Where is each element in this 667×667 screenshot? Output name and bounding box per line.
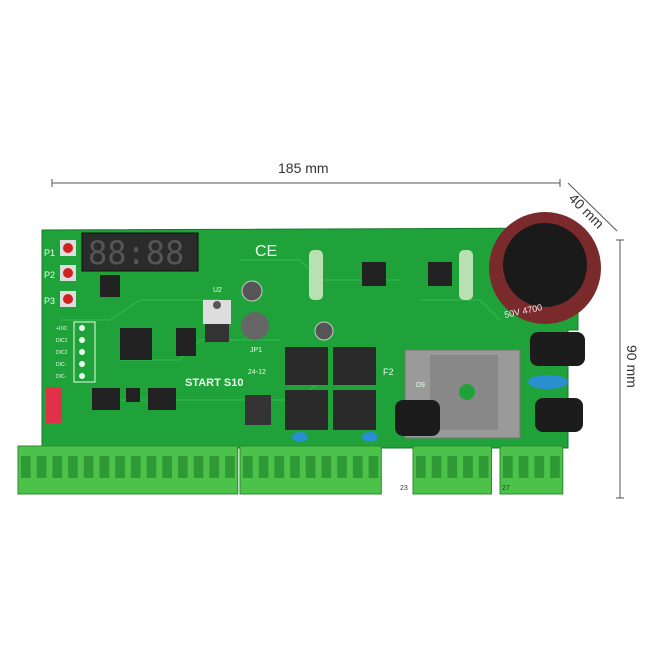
fuse-label: F2 <box>383 367 394 377</box>
terminal-screw <box>225 456 235 478</box>
pin-header <box>73 321 96 383</box>
terminal-screw <box>534 456 545 478</box>
fuse-holder <box>530 332 585 366</box>
terminal-screw <box>478 456 489 478</box>
terminal-screw <box>21 456 31 478</box>
pin-label: DIC- <box>56 362 67 368</box>
red-connector <box>46 387 62 423</box>
terminal-screw <box>193 456 204 478</box>
length-dimension: 185 mm <box>278 160 329 176</box>
model-label: START S10 <box>185 377 243 389</box>
terminal-screw <box>130 456 141 478</box>
pin-label: DIC2 <box>56 350 68 356</box>
button-label-p3: P3 <box>44 296 55 306</box>
connector-pin-labels: +DIC DIC1 DIC2 DIC- DIC- <box>56 326 68 380</box>
terminal-screw <box>337 456 347 478</box>
terminal-screw <box>99 456 110 478</box>
terminal-screw <box>368 456 379 478</box>
terminal-number: 23 <box>400 485 408 492</box>
terminal-screw <box>503 456 513 478</box>
button-label-p2: P2 <box>44 270 55 280</box>
fuse-holder <box>395 400 440 436</box>
power-resistor <box>309 250 323 300</box>
terminal-screw <box>36 456 47 478</box>
push-buttons <box>60 240 76 307</box>
terminal-screw <box>550 456 560 478</box>
terminal-screw <box>83 456 94 478</box>
display-digits: 88:88 <box>88 234 184 272</box>
diode-label: D9 <box>416 382 425 389</box>
terminal-screw <box>243 456 253 478</box>
terminal-screw <box>321 456 332 478</box>
terminal-screw <box>416 456 426 478</box>
terminal-screw <box>463 456 473 478</box>
button-p2 <box>63 268 73 278</box>
terminal-blocks <box>17 445 564 495</box>
terminal-screw <box>274 456 285 478</box>
terminal-screw <box>352 456 363 478</box>
led-display <box>81 232 199 272</box>
jumper-options: 24-12 <box>248 369 266 376</box>
terminal-screw <box>178 456 188 478</box>
terminal-screw <box>290 456 300 478</box>
microcontroller <box>120 328 152 360</box>
terminal-screw <box>258 456 269 478</box>
pin-label: +DIC <box>56 326 68 332</box>
terminal-screw <box>115 456 125 478</box>
terminal-screw <box>68 456 78 478</box>
terminal-number: 27 <box>502 485 510 492</box>
pin-label: DIC- <box>56 374 67 380</box>
relays <box>285 347 376 430</box>
terminal-screw <box>447 456 458 478</box>
pin-label: DIC1 <box>56 338 68 344</box>
terminal-screw <box>518 456 529 478</box>
terminal-screw <box>52 456 63 478</box>
button-p1 <box>63 243 73 253</box>
terminal-screw <box>162 456 172 478</box>
ce-mark: CE <box>255 243 277 260</box>
button-label-p1: P1 <box>44 248 55 258</box>
terminal-screw <box>209 456 220 478</box>
inductor <box>241 312 269 340</box>
terminal-screw <box>146 456 157 478</box>
terminal-screw <box>305 456 316 478</box>
fuse-holder <box>535 398 583 432</box>
dimension-lines <box>51 179 624 499</box>
height-dimension: 90 mm <box>624 345 640 388</box>
regulator-label: U2 <box>213 287 222 294</box>
terminal-screw <box>431 456 442 478</box>
button-p3 <box>63 294 73 304</box>
jumper-label: JP1 <box>250 347 262 354</box>
terminal-block <box>17 445 239 495</box>
